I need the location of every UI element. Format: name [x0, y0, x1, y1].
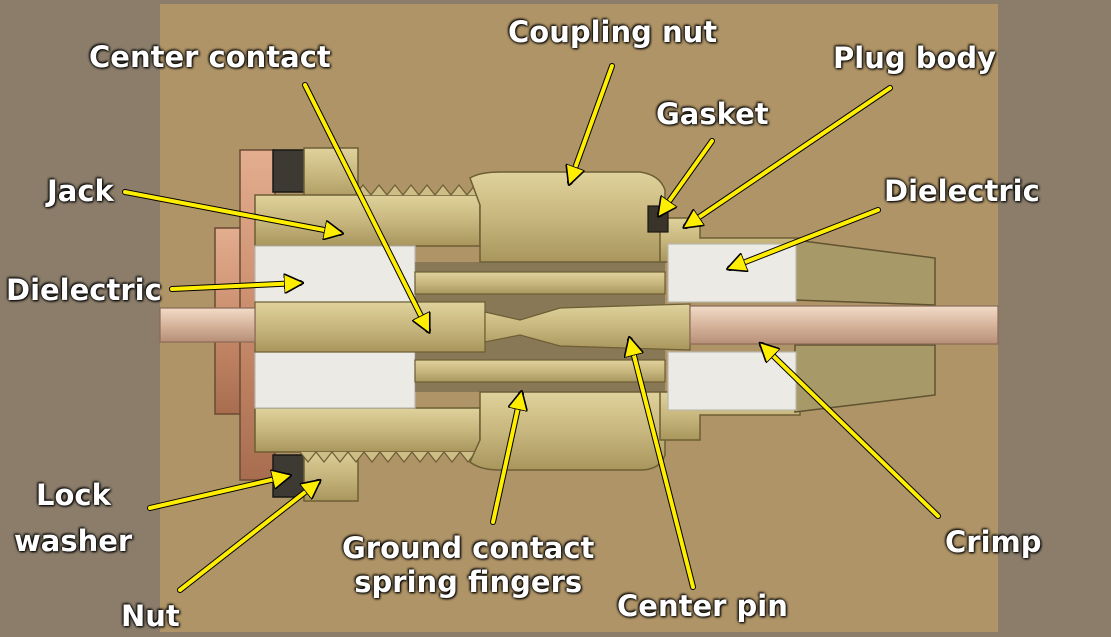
arrow-nut [177, 482, 318, 593]
dielectric-left-lower [254, 351, 416, 409]
arrow-lock-washer [147, 476, 288, 511]
cable-center-wire [689, 305, 999, 345]
label-jack: Jack [47, 174, 114, 208]
jack-body-lower [254, 407, 481, 453]
coupling-nut-lower [469, 391, 666, 471]
label-coupling-nut: Coupling nut [508, 15, 718, 49]
arrow-gasket [660, 138, 715, 214]
arrow-center-pin [630, 340, 696, 590]
coupling-nut-upper [469, 171, 666, 263]
jack-rear-pin [159, 307, 256, 343]
arrow-plug-body [686, 85, 893, 226]
arrow-coupling-nut [570, 63, 615, 182]
label-crimp: Crimp [945, 525, 1042, 559]
label-dielectric-right: Dielectric [884, 174, 1040, 208]
center-contact-body [254, 301, 486, 353]
label-dielectric-left: Dielectric [6, 273, 162, 307]
label-ground-contact-line1: Ground contact [342, 531, 595, 565]
arrow-jack [122, 189, 340, 233]
label-center-pin: Center pin [617, 589, 788, 623]
label-lock-washer-line2: washer [14, 524, 133, 558]
arrow-crimp [762, 345, 941, 519]
label-lock-washer-line1: Lock [36, 478, 111, 512]
ground-fingers-upper [414, 271, 666, 295]
label-center-contact: Center contact [89, 40, 331, 74]
label-ground-contact: Ground contact spring fingers [342, 531, 594, 599]
label-gasket: Gasket [656, 97, 769, 131]
label-plug-body: Plug body [833, 41, 997, 75]
arrows [122, 63, 941, 593]
label-nut: Nut [121, 599, 180, 633]
arrow-ground-contact [490, 394, 521, 525]
arrow-dielectric-right [730, 207, 881, 268]
label-lock-washer: Lock washer [14, 478, 132, 558]
arrow-center-contact [302, 82, 431, 330]
nut-top [272, 149, 307, 193]
arrow-dielectric-left [169, 283, 300, 289]
ground-fingers-lower [414, 359, 666, 383]
label-ground-contact-line2: spring fingers [354, 565, 583, 599]
